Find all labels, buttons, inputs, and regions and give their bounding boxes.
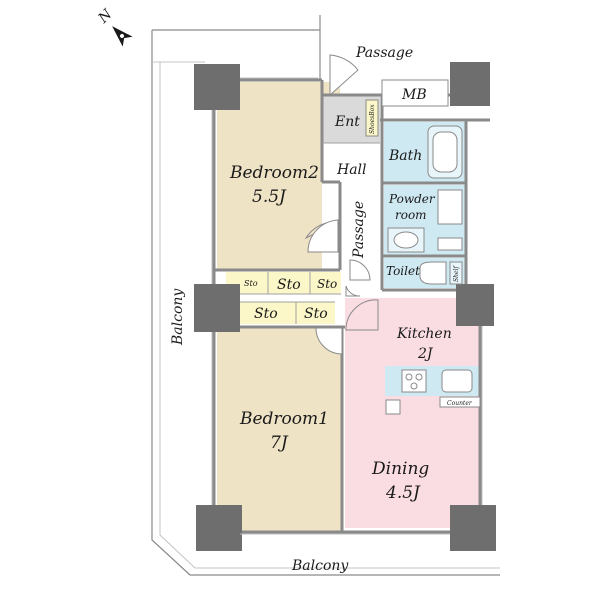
storage-label: Sto [317, 277, 337, 291]
bedroom1-name: Bedroom1 [239, 409, 329, 429]
toilet-shelf [449, 261, 463, 285]
door-bedroom2-arc [307, 219, 339, 253]
doors [304, 54, 379, 355]
door-toilet-arc [349, 259, 371, 281]
mb-label: MB [401, 87, 427, 103]
balcony-inner-outline [159, 62, 500, 569]
mb-frame [381, 79, 449, 107]
shelf-label: Shelf [453, 265, 460, 282]
dining-size: 4.5J [385, 483, 421, 503]
bath-label: Bath [388, 148, 422, 164]
compass-label: N [95, 6, 116, 27]
powder-shelf [437, 237, 463, 251]
kitchen-sink [441, 369, 473, 393]
entrance-label: Ent [334, 114, 360, 130]
bedroom2-name: Bedroom2 [229, 163, 319, 183]
toilet-bowl [419, 261, 447, 285]
balcony-bottom-label: Balcony [291, 558, 349, 574]
shoesbox-frame [365, 99, 379, 137]
bedroom1-size: 7J [270, 433, 289, 453]
bedroom2-notch [317, 82, 322, 182]
fixtures [365, 79, 481, 415]
washer-space [437, 189, 463, 225]
toilet-label: Toilet [386, 264, 420, 278]
counter-label: Counter [447, 400, 473, 407]
storage-label: Sto [304, 306, 328, 322]
storage-label: Sto [254, 306, 278, 322]
shoesbox-label: ShoesBox [369, 104, 376, 134]
wash-basin [393, 231, 419, 249]
window-marks [211, 77, 483, 535]
kitchen-column [385, 399, 401, 415]
powder-room-label-1: Powder [388, 192, 436, 206]
dining-name: Dining [371, 459, 429, 479]
powder-room-label-2: room [395, 208, 427, 222]
hall-label: Hall [336, 162, 367, 178]
storage-floor-upper [226, 272, 341, 294]
door-bedroom1-arc [315, 327, 343, 355]
door-entrance [329, 54, 359, 97]
bathtub-inner [432, 131, 458, 173]
bedroom2-size: 5.5J [252, 187, 287, 207]
door-kitchen-arc [345, 299, 379, 331]
passage-hall-label: Passage [351, 201, 367, 259]
storage-label: Sto [244, 279, 258, 288]
north-arrow-icon [112, 26, 133, 47]
balcony-outline [151, 29, 500, 576]
balcony-left-label: Balcony [170, 288, 186, 346]
counter-tag [439, 396, 481, 408]
thin-walls [226, 142, 380, 324]
storage-floor-lower [240, 302, 335, 324]
kitchen-name: Kitchen [396, 326, 452, 342]
door-passage-arc [345, 285, 361, 297]
passage-top-label: Passage [355, 45, 413, 61]
pillars [194, 62, 496, 551]
bedroom1-floor [217, 327, 342, 532]
stove [401, 369, 427, 393]
kitchen-size: 2J [417, 346, 434, 362]
storage-label: Sto [277, 277, 301, 293]
dining-floor [345, 298, 482, 528]
